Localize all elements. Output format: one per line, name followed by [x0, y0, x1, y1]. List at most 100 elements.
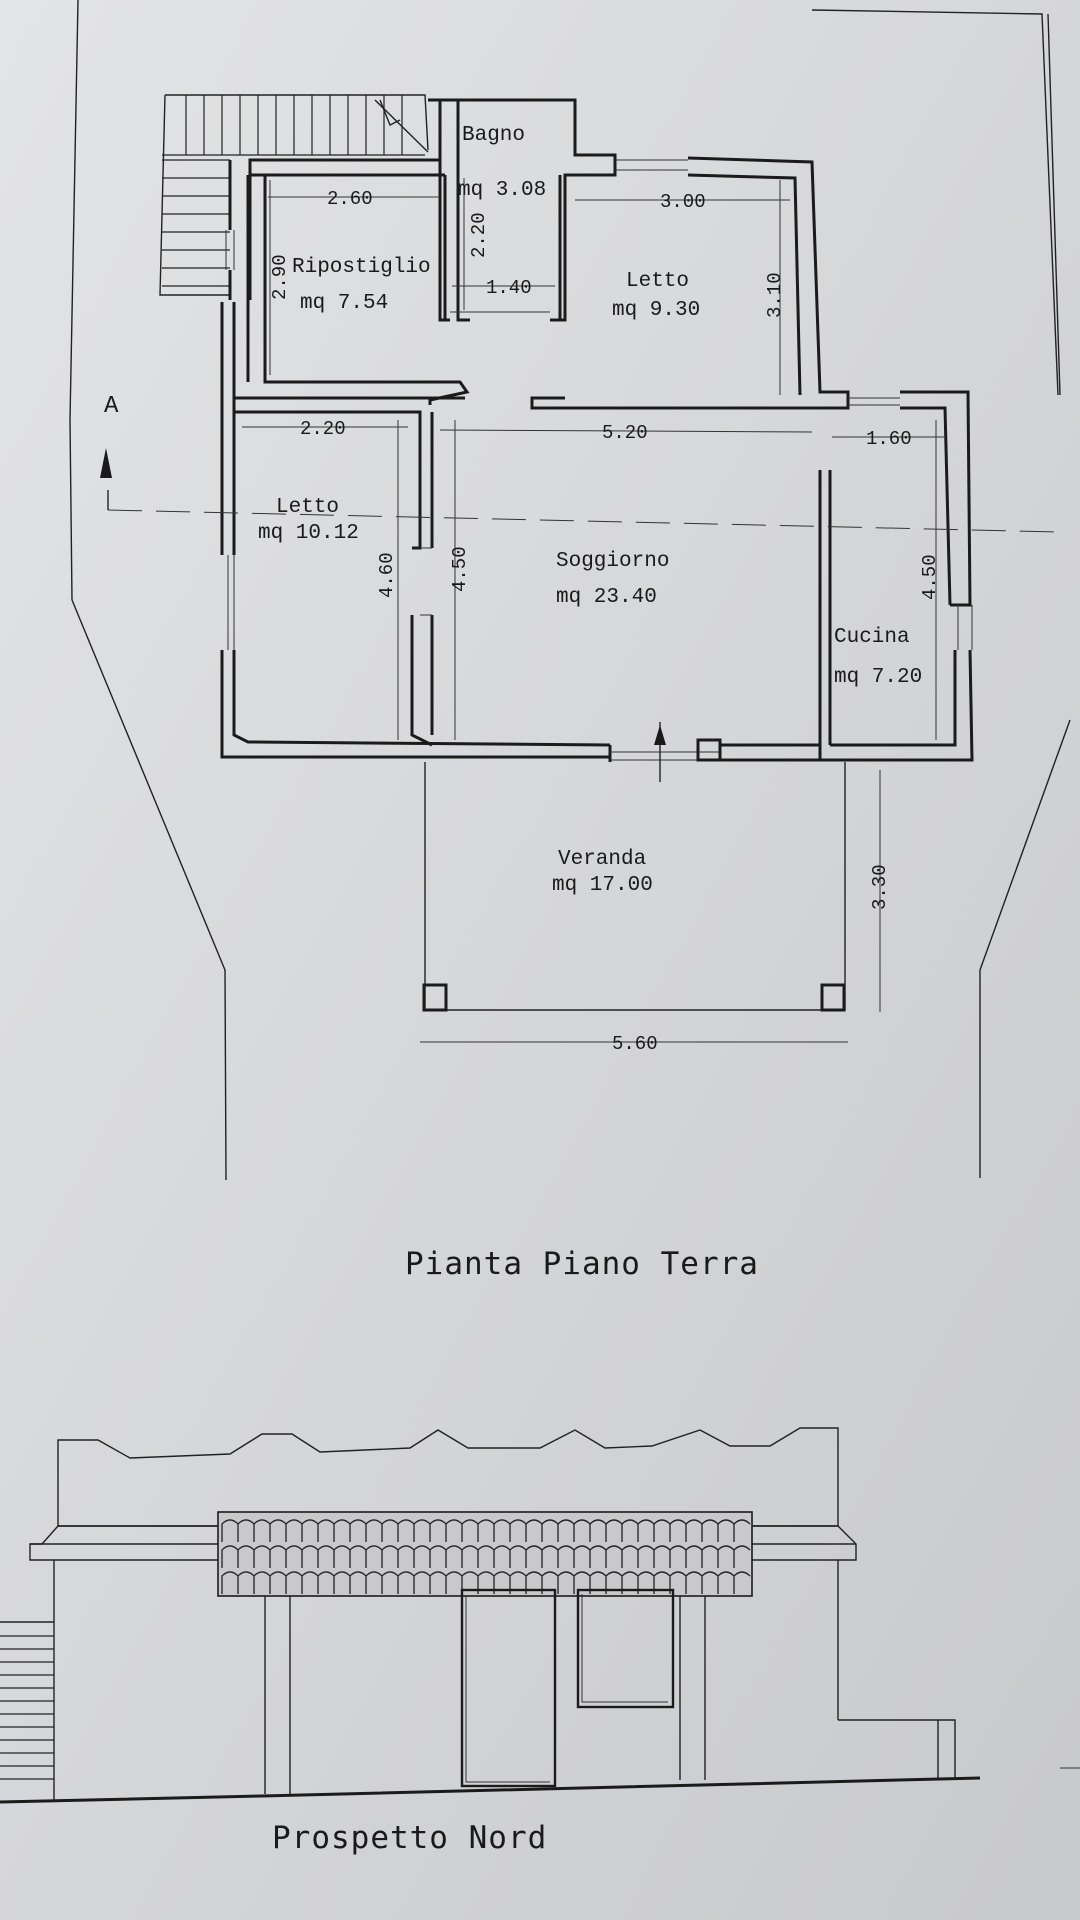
roof-tile	[301, 1571, 319, 1594]
dim-cucina-height: 4.50	[919, 554, 941, 600]
roof-tile	[429, 1519, 447, 1542]
roof-tile	[461, 1519, 479, 1542]
section-line-a: A	[100, 393, 1061, 533]
roof-tile	[509, 1545, 527, 1568]
roof-tile	[669, 1545, 687, 1568]
dim-ripostiglio-height: 2.90	[269, 254, 291, 300]
veranda	[422, 722, 846, 1012]
roof-tile	[637, 1545, 655, 1568]
roof-tile	[477, 1571, 495, 1594]
section-arrow-icon	[100, 448, 112, 478]
roof-tile	[605, 1519, 623, 1542]
roof-tile	[573, 1519, 591, 1542]
roof-tile	[493, 1571, 511, 1594]
roof-tile	[429, 1571, 447, 1594]
roof-tile	[285, 1545, 303, 1568]
room-veranda-name: Veranda	[558, 848, 646, 871]
roof-tile	[317, 1519, 335, 1542]
dimension-labels: 2.60 2.90 2.20 1.40 3.00 3.10 2.20 4.60 …	[269, 188, 941, 1055]
roof-tile	[573, 1571, 591, 1594]
room-ripostiglio-area: mq 7.54	[300, 292, 388, 315]
room-cucina-name: Cucina	[834, 626, 910, 649]
roof-tile	[237, 1519, 255, 1542]
roof-tile	[621, 1571, 639, 1594]
roof-tile	[221, 1545, 239, 1568]
roof-tile	[541, 1545, 559, 1568]
dim-letto-ne-width: 3.00	[660, 191, 706, 213]
roof-tile	[653, 1571, 671, 1594]
roof-tile	[461, 1545, 479, 1568]
plan-title: Pianta Piano Terra	[405, 1246, 759, 1282]
roof-tile	[269, 1571, 287, 1594]
roof-tile	[717, 1571, 735, 1594]
roof-tile	[509, 1519, 527, 1542]
roof-tile	[381, 1571, 399, 1594]
roof-tile	[525, 1519, 543, 1542]
dim-veranda-width: 5.60	[612, 1033, 658, 1055]
roof-tile	[637, 1519, 655, 1542]
roof-tile	[237, 1571, 255, 1594]
roof-tile	[221, 1519, 239, 1542]
roof-tile	[349, 1571, 367, 1594]
roof-tile	[653, 1519, 671, 1542]
roof-tile	[509, 1571, 527, 1594]
roof-tile	[557, 1545, 575, 1568]
entrance-arrow-icon	[654, 725, 666, 745]
sheet-border	[69, 0, 1061, 601]
room-veranda-area: mq 17.00	[552, 874, 653, 897]
roof-tile	[269, 1519, 287, 1542]
roof-tile	[365, 1519, 383, 1542]
roof-tile	[397, 1545, 415, 1568]
roof-tile	[685, 1571, 703, 1594]
room-soggiorno-name: Soggiorno	[556, 550, 669, 573]
roof-tile	[621, 1545, 639, 1568]
site-boundary	[71, 599, 1071, 1181]
room-letto-w-name: Letto	[276, 496, 339, 519]
roof-tile	[381, 1545, 399, 1568]
dim-bagno-width: 1.40	[486, 277, 532, 299]
roof-tile	[349, 1519, 367, 1542]
dim-letto-w-height: 4.60	[376, 552, 398, 598]
roof-tile	[413, 1571, 431, 1594]
roof-tile	[253, 1571, 271, 1594]
roof-tile	[333, 1571, 351, 1594]
roof-tile	[365, 1571, 383, 1594]
roof-tile	[333, 1519, 351, 1542]
roof-tile	[301, 1545, 319, 1568]
roof-tile	[733, 1545, 751, 1568]
roof-tile	[445, 1519, 463, 1542]
dim-cucina-width: 1.60	[866, 428, 912, 450]
dim-veranda-depth: 3.30	[869, 864, 891, 910]
roof-tile	[253, 1545, 271, 1568]
roof-tile	[301, 1519, 319, 1542]
roof-tile	[237, 1545, 255, 1568]
roof-tile	[557, 1571, 575, 1594]
room-bagno-area: mq 3.08	[458, 179, 546, 202]
dim-bagno-height: 2.20	[468, 212, 490, 258]
room-bagno-name: Bagno	[462, 124, 525, 147]
north-elevation	[0, 1427, 1080, 1804]
roof-tile	[733, 1571, 751, 1594]
roof-tile	[493, 1519, 511, 1542]
roof-tile	[541, 1519, 559, 1542]
dim-soggiorno-width: 5.20	[602, 422, 648, 444]
room-letto-ne-name: Letto	[626, 270, 689, 293]
roof-tile	[605, 1545, 623, 1568]
roof-tile	[477, 1519, 495, 1542]
roof-tile	[397, 1519, 415, 1542]
section-marker-label: A	[104, 393, 119, 420]
room-ripostiglio-name: Ripostiglio	[292, 256, 431, 279]
roof-tile	[397, 1571, 415, 1594]
roof-tile	[525, 1545, 543, 1568]
roof-tile	[477, 1545, 495, 1568]
roof-tile	[221, 1571, 239, 1594]
roof-tile	[253, 1519, 271, 1542]
roof-tile	[685, 1545, 703, 1568]
roof-tile	[365, 1545, 383, 1568]
dimension-lines	[242, 178, 945, 1043]
roof-tile	[413, 1545, 431, 1568]
elevation-title: Prospetto Nord	[272, 1820, 547, 1856]
dim-letto-w-width: 2.20	[300, 418, 346, 440]
